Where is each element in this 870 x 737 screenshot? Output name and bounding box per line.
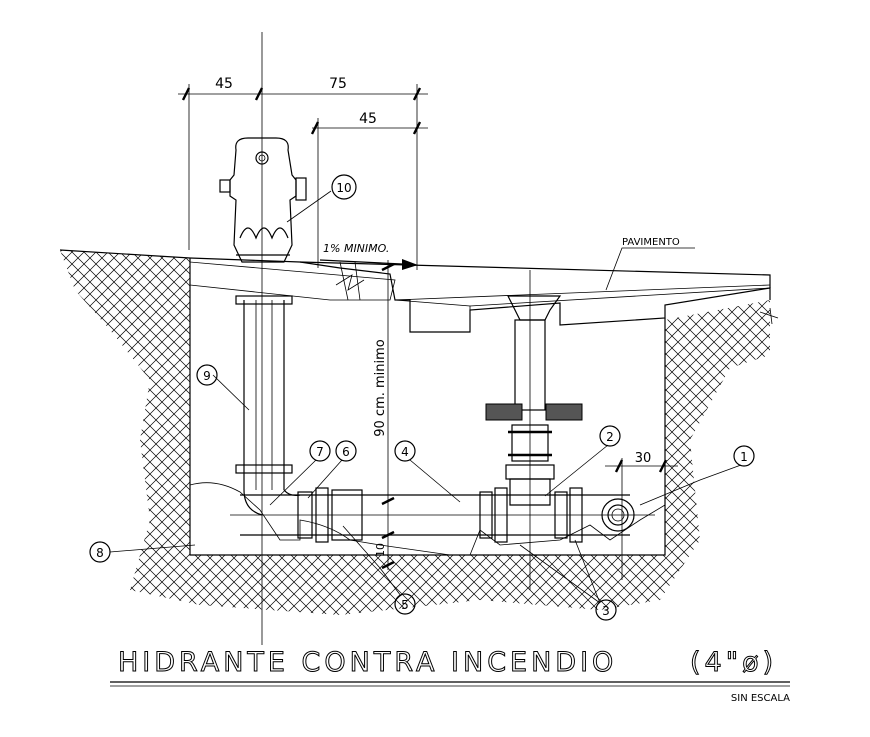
- dim-top-left: 45: [215, 76, 233, 92]
- dim-bottom-small: 10: [374, 543, 387, 557]
- callout-2: 2: [599, 425, 621, 447]
- callout-bubbles: 1 2 3 4 5 6 7 8: [89, 174, 755, 621]
- callout-5: 5: [394, 593, 416, 615]
- slope-label: 1% MINIMO.: [323, 242, 389, 255]
- gravel-bed: [189, 482, 666, 556]
- callout-3: 3: [595, 599, 617, 621]
- dim-top-right: 75: [329, 76, 347, 92]
- pavement-label: PAVIMENTO: [622, 237, 680, 248]
- svg-text:6: 6: [342, 445, 350, 459]
- title-block: HIDRANTE CONTRA INCENDIO (4"ø) SIN ESCAL…: [110, 647, 790, 704]
- svg-text:1: 1: [740, 450, 748, 464]
- callout-1: 1: [733, 445, 755, 467]
- pavement-leader: [605, 247, 695, 291]
- edge-mark: [759, 307, 779, 325]
- callout-8: 8: [89, 541, 111, 563]
- svg-text:3: 3: [602, 604, 610, 618]
- svg-text:8: 8: [96, 546, 104, 560]
- callout-7: 7: [309, 440, 331, 462]
- dimension-lines: [178, 84, 678, 580]
- dim-right-offset: 30: [635, 451, 652, 466]
- svg-text:9: 9: [203, 369, 211, 383]
- dim-depth: 90 cm. minimo: [373, 339, 388, 437]
- callout-leaders: [109, 190, 742, 604]
- svg-text:2: 2: [606, 430, 614, 444]
- hydrant-body: [219, 137, 307, 263]
- scale-note: SIN ESCALA: [731, 693, 790, 704]
- callout-9: 9: [196, 364, 218, 386]
- surface-slab: [189, 257, 771, 333]
- drawing-title: HIDRANTE CONTRA INCENDIO: [118, 647, 617, 678]
- dim-second-row: 45: [359, 111, 377, 127]
- callout-6: 6: [335, 440, 357, 462]
- svg-text:10: 10: [336, 181, 351, 195]
- valve-box: [485, 270, 583, 590]
- dimension-texts: 45 75 45 30 90 cm. minimo 10: [215, 76, 651, 557]
- callout-4: 4: [394, 440, 416, 462]
- soil-hatch: [59, 249, 770, 615]
- drawing-title-size: (4"ø): [690, 647, 777, 678]
- svg-text:7: 7: [316, 445, 324, 459]
- main-pipe: [230, 487, 655, 543]
- riser-pipe: [235, 295, 301, 516]
- svg-text:5: 5: [401, 598, 409, 612]
- slope-arrow: [319, 259, 418, 270]
- svg-text:4: 4: [401, 445, 409, 459]
- callout-10: 10: [331, 174, 357, 200]
